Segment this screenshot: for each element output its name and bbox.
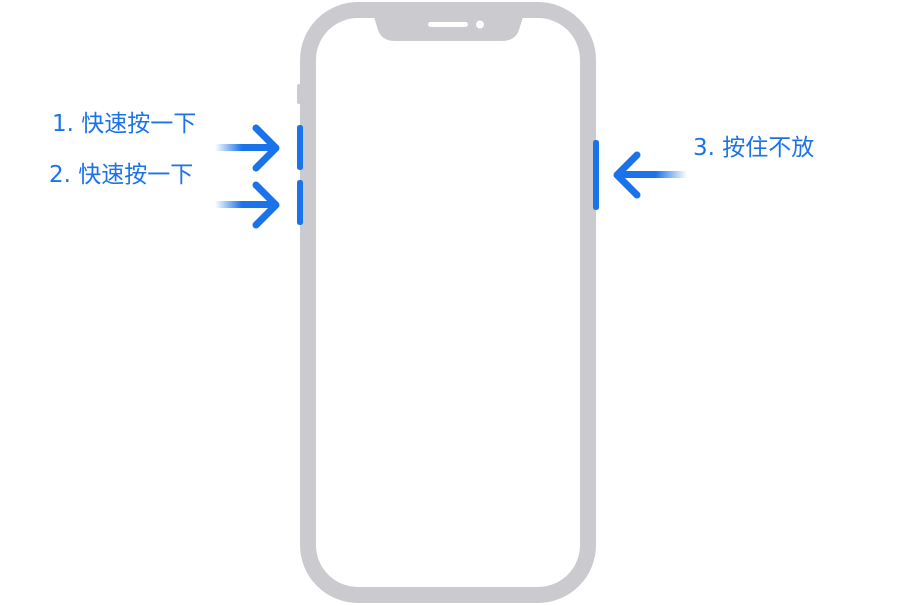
step-2-label: 2. 快速按一下 (49, 162, 194, 188)
volume-down-button (297, 180, 303, 225)
side-button (593, 140, 599, 210)
arrow-right-icon (215, 124, 280, 172)
arrow-left-icon (613, 151, 687, 199)
arrow-right-icon (215, 181, 280, 229)
phone-outline (300, 2, 596, 603)
volume-up-button (297, 125, 303, 170)
speaker-grille (428, 22, 468, 27)
phone-notch (374, 17, 523, 41)
step-3-label: 3. 按住不放 (693, 135, 815, 161)
step-1-label: 1. 快速按一下 (52, 111, 197, 137)
mute-switch (297, 84, 301, 104)
front-camera (476, 20, 484, 29)
